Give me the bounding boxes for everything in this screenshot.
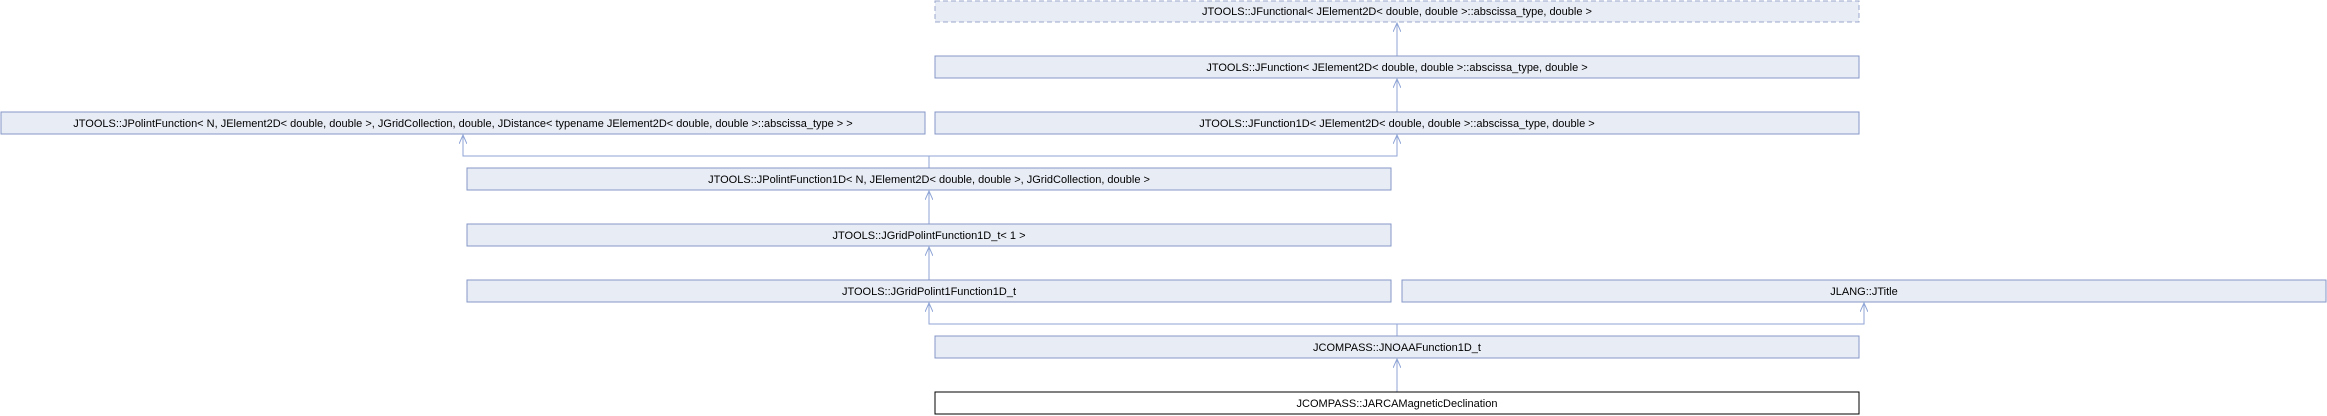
- class-label-jfunctional: JTOOLS::JFunctional< JElement2D< double,…: [1202, 6, 1592, 18]
- edge-jpolintfunction1d-to-jfunction1d: [928, 135, 1397, 168]
- class-label-jpolintfunction: JTOOLS::JPolintFunction< N, JElement2D< …: [73, 118, 852, 130]
- class-label-jnoaafunction1d-t: JCOMPASS::JNOAAFunction1D_t: [1313, 342, 1481, 354]
- class-label-jfunction: JTOOLS::JFunction< JElement2D< double, d…: [1206, 62, 1587, 74]
- edge-jnoaafunction1d-t-to-jgridpolint1function1d-t: [929, 303, 1398, 336]
- class-label-jfunction1d: JTOOLS::JFunction1D< JElement2D< double,…: [1199, 118, 1594, 130]
- class-node-jnoaafunction1d-t[interactable]: JCOMPASS::JNOAAFunction1D_t: [934, 335, 1860, 359]
- class-node-jtitle[interactable]: JLANG::JTitle: [1401, 279, 2327, 303]
- class-node-jpolintfunction[interactable]: JTOOLS::JPolintFunction< N, JElement2D< …: [0, 111, 926, 135]
- class-node-jpolintfunction1d[interactable]: JTOOLS::JPolintFunction1D< N, JElement2D…: [466, 167, 1392, 191]
- class-node-jgridpolint1function1d-t[interactable]: JTOOLS::JGridPolint1Function1D_t: [466, 279, 1392, 303]
- class-label-jgridpolintfunction1d-t1: JTOOLS::JGridPolintFunction1D_t< 1 >: [833, 230, 1026, 242]
- class-label-jgridpolint1function1d-t: JTOOLS::JGridPolint1Function1D_t: [842, 286, 1016, 298]
- class-node-jarcamagneticdeclination[interactable]: JCOMPASS::JARCAMagneticDeclination: [934, 391, 1860, 415]
- edges-layer: [463, 23, 1864, 392]
- class-node-jfunction1d[interactable]: JTOOLS::JFunction1D< JElement2D< double,…: [934, 111, 1860, 135]
- edge-jpolintfunction1d-to-jpolintfunction: [463, 135, 930, 168]
- class-node-jfunction[interactable]: JTOOLS::JFunction< JElement2D< double, d…: [934, 55, 1860, 79]
- class-label-jpolintfunction1d: JTOOLS::JPolintFunction1D< N, JElement2D…: [708, 174, 1150, 186]
- class-label-jarcamagneticdeclination: JCOMPASS::JARCAMagneticDeclination: [1297, 398, 1498, 410]
- class-node-jfunctional[interactable]: JTOOLS::JFunctional< JElement2D< double,…: [934, 0, 1860, 23]
- class-label-jtitle: JLANG::JTitle: [1830, 286, 1897, 298]
- edge-jnoaafunction1d-t-to-jtitle: [1396, 303, 1864, 336]
- class-node-jgridpolintfunction1d-t1[interactable]: JTOOLS::JGridPolintFunction1D_t< 1 >: [466, 223, 1392, 247]
